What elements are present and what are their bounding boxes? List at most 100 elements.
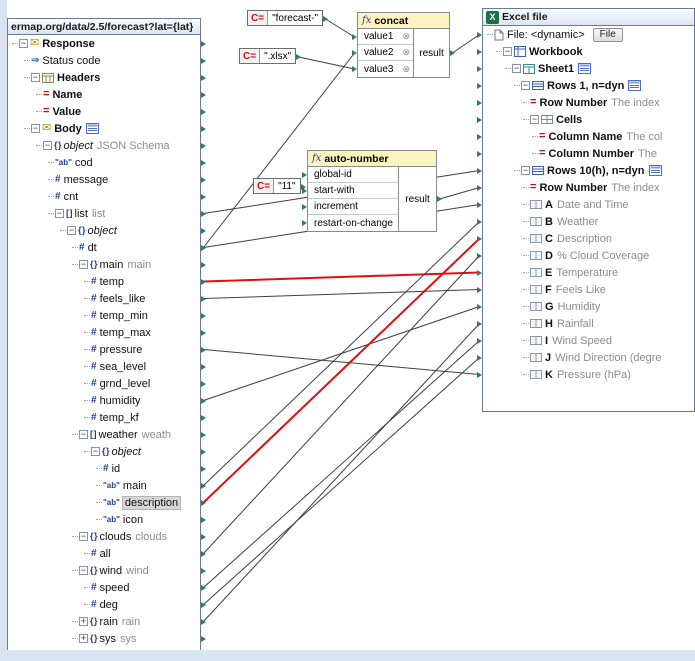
auto-number-input-global-id[interactable]: global-id <box>308 167 398 183</box>
output-port-body[interactable] <box>201 125 206 132</box>
concat-input-value2[interactable]: value2 ⊗ <box>358 45 413 61</box>
auto-number-input-increment[interactable]: increment <box>308 199 398 215</box>
src-row-weather-main[interactable]: "ab"main <box>8 477 200 494</box>
collapse-icon[interactable]: − <box>79 565 88 575</box>
connection-const-1-out-to-concat-in-2[interactable] <box>298 56 355 70</box>
expand-icon[interactable]: + <box>79 616 88 626</box>
src-row-temp_kf[interactable]: #temp_kf <box>8 409 200 426</box>
collapse-icon[interactable]: − <box>43 140 52 150</box>
output-port-constant-xlsx[interactable] <box>296 54 302 60</box>
xl-row-rows10[interactable]: −Rows 10(h), n=dyn <box>483 162 694 179</box>
input-port-colE[interactable] <box>477 269 482 276</box>
source-component[interactable]: ermap.org/data/2.5/forecast?lat={lat} −✉… <box>7 18 206 650</box>
collapse-icon[interactable]: − <box>521 165 530 175</box>
collapse-icon[interactable]: − <box>521 80 530 90</box>
connection-src-deg-to-xl-colJ[interactable] <box>203 357 480 605</box>
expand-icon[interactable]: + <box>79 633 88 643</box>
src-row-weather-id[interactable]: #id <box>8 460 200 477</box>
output-port-status-code[interactable] <box>201 57 206 64</box>
output-port-temp_min[interactable] <box>201 312 206 319</box>
output-port-temp_kf[interactable] <box>201 414 206 421</box>
input-port-colJ[interactable] <box>477 354 482 361</box>
concat-input-value3[interactable]: value3 ⊗ <box>358 61 413 77</box>
src-row-pressure[interactable]: #pressure <box>8 341 200 358</box>
function-auto-number[interactable]: fx auto-number global-id start-with incr… <box>302 150 442 232</box>
input-port-colnum[interactable] <box>477 150 482 157</box>
src-row-weather-icon[interactable]: "ab"icon <box>8 511 200 528</box>
src-row-status-code[interactable]: ⇒Status code <box>8 52 200 69</box>
output-port-humidity[interactable] <box>201 397 206 404</box>
output-port-header-value[interactable] <box>201 108 206 115</box>
menu-icon[interactable] <box>578 63 592 74</box>
connection-src-all-to-xl-colD[interactable] <box>203 255 480 554</box>
output-port-grnd_level[interactable] <box>201 380 206 387</box>
concat-input-value1[interactable]: value1 ⊗ <box>358 29 413 45</box>
output-port-temp[interactable] <box>201 278 206 285</box>
function-auto-number-header[interactable]: fx auto-number <box>308 151 436 167</box>
remove-input-icon[interactable]: ⊗ <box>402 31 410 41</box>
output-port-cod[interactable] <box>201 159 206 166</box>
input-port-colI[interactable] <box>477 337 482 344</box>
connection-auto-out-to-xl-rownum2[interactable] <box>439 187 480 200</box>
xl-row-cells[interactable]: −Cells <box>483 111 694 128</box>
output-port-sea_level[interactable] <box>201 363 206 370</box>
output-port-list[interactable] <box>201 210 206 217</box>
output-port-feels_like[interactable] <box>201 295 206 302</box>
src-row-deg[interactable]: #deg <box>8 596 200 613</box>
connection-src-description-to-xl-colC[interactable] <box>202 237 481 504</box>
output-port-constant-11[interactable] <box>300 184 306 190</box>
menu-icon[interactable] <box>85 123 99 134</box>
source-component-title[interactable]: ermap.org/data/2.5/forecast?lat={lat} <box>8 19 200 35</box>
src-row-object3[interactable]: −{ }object <box>8 443 200 460</box>
src-row-humidity[interactable]: #humidity <box>8 392 200 409</box>
output-port-all[interactable] <box>201 550 206 557</box>
output-port-constant-forecast[interactable] <box>323 16 329 22</box>
collapse-icon[interactable]: − <box>79 259 88 269</box>
xl-row-file[interactable]: File: <dynamic>File <box>483 26 694 43</box>
output-port-sys[interactable] <box>201 635 206 642</box>
constant-forecast[interactable]: C= "forecast-" <box>247 10 329 26</box>
input-port-colH[interactable] <box>477 320 482 327</box>
output-port-object1[interactable] <box>201 142 206 149</box>
collapse-icon[interactable]: − <box>31 72 40 82</box>
output-port-response[interactable] <box>201 40 206 47</box>
input-port-workbook[interactable] <box>477 48 482 55</box>
collapse-icon[interactable]: − <box>31 123 40 133</box>
menu-icon[interactable] <box>628 80 642 91</box>
input-port-value2[interactable] <box>352 50 357 56</box>
output-port-pressure[interactable] <box>201 346 206 353</box>
src-row-temp_min[interactable]: #temp_min <box>8 307 200 324</box>
output-port-weather-id[interactable] <box>201 465 206 472</box>
output-port-description[interactable] <box>201 499 206 506</box>
function-concat[interactable]: fx concat value1 ⊗ value2 ⊗ value3 ⊗ <box>352 12 455 78</box>
input-port-colF[interactable] <box>477 286 482 293</box>
excel-component[interactable]: X Excel file File: <dynamic>File−Workboo… <box>477 8 695 412</box>
src-row-temp[interactable]: #temp <box>8 273 200 290</box>
remove-input-icon[interactable]: ⊗ <box>402 47 410 57</box>
src-row-object2[interactable]: −{ }object <box>8 222 200 239</box>
collapse-icon[interactable]: − <box>79 531 88 541</box>
constant-11[interactable]: C= "11" <box>253 178 306 194</box>
src-row-temp_max[interactable]: #temp_max <box>8 324 200 341</box>
input-port-restart-on-change[interactable] <box>302 220 307 226</box>
output-port-deg[interactable] <box>201 601 206 608</box>
collapse-icon[interactable]: − <box>503 46 512 56</box>
auto-number-input-restart-on-change[interactable]: restart-on-change <box>308 215 398 231</box>
connection-src-rain-to-xl-colH[interactable] <box>203 323 480 622</box>
src-row-body[interactable]: −✉Body <box>8 120 200 137</box>
function-concat-header[interactable]: fx concat <box>358 13 449 29</box>
